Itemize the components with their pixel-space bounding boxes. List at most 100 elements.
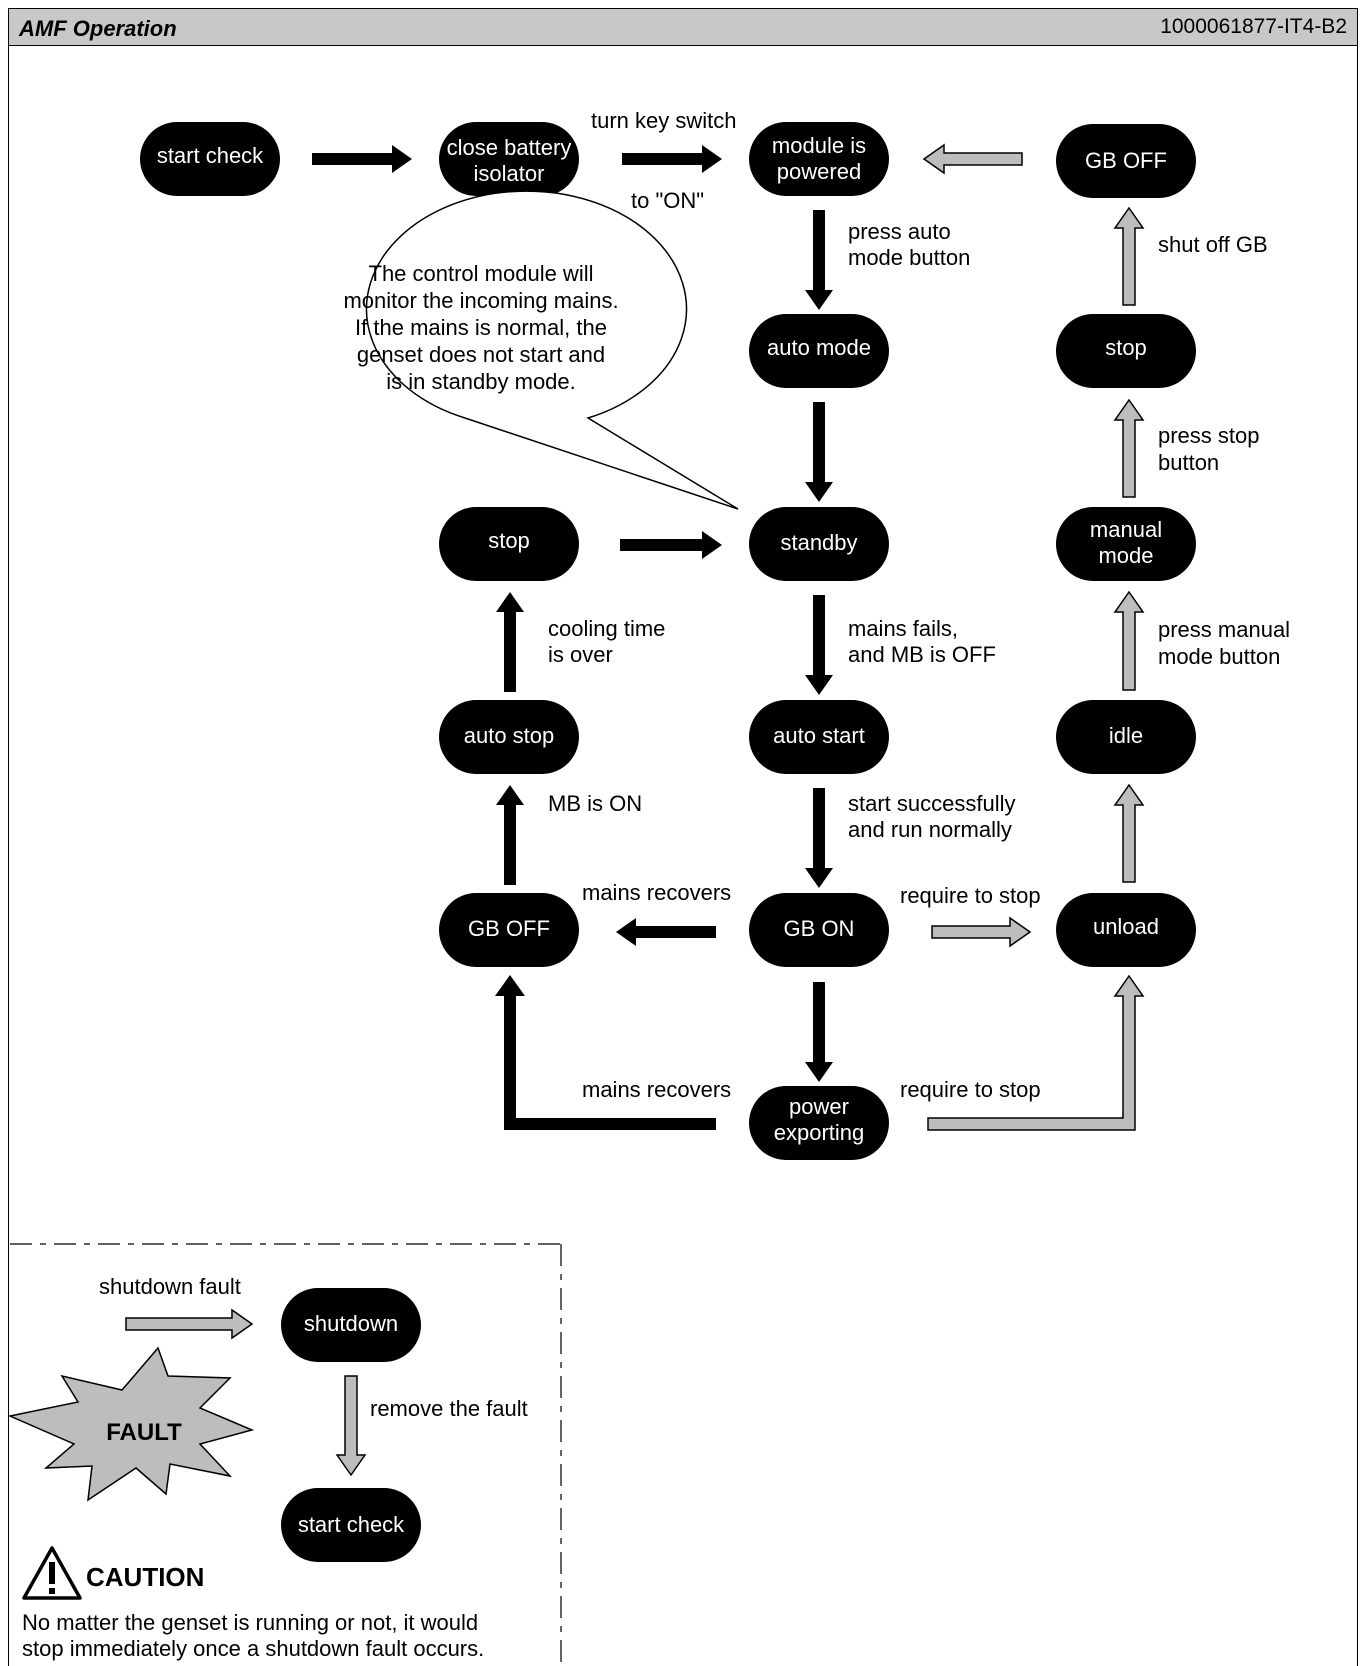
svg-text:auto mode: auto mode bbox=[767, 335, 871, 360]
shutdown-legend: shutdown fault shutdown remove the fault… bbox=[7, 1243, 562, 1666]
node-close-battery-isolator: close battery isolator bbox=[439, 122, 579, 196]
fault-badge: FAULT bbox=[7, 1346, 255, 1502]
label-press-manual-1: press manual bbox=[1158, 617, 1290, 642]
svg-text:auto stop: auto stop bbox=[464, 723, 555, 748]
gray-arrows bbox=[922, 143, 1145, 1131]
standby-callout: The control module will monitor the inco… bbox=[343, 190, 739, 510]
legend-remove-arrow bbox=[335, 1375, 367, 1477]
arrow-start-to-battery bbox=[312, 145, 412, 173]
node-auto-start: auto start bbox=[749, 700, 889, 774]
label-mains-recovers-1: mains recovers bbox=[582, 880, 731, 905]
arrow-gbon-to-unload bbox=[931, 916, 1032, 948]
node-manual-mode: manual mode bbox=[1056, 507, 1196, 581]
node-gb-on: GB ON bbox=[749, 893, 889, 967]
svg-text:The control module will: The control module will bbox=[369, 261, 594, 286]
node-module-powered: module is powered bbox=[749, 122, 889, 196]
svg-text:close battery: close battery bbox=[447, 135, 572, 160]
svg-text:isolator: isolator bbox=[474, 161, 545, 186]
label-mb-on: MB is ON bbox=[548, 791, 642, 816]
svg-text:exporting: exporting bbox=[774, 1120, 865, 1145]
svg-text:stop: stop bbox=[1105, 335, 1147, 360]
node-stop-right: stop bbox=[1056, 314, 1196, 388]
svg-text:GB OFF: GB OFF bbox=[468, 916, 550, 941]
node-auto-mode: auto mode bbox=[749, 314, 889, 388]
svg-text:power: power bbox=[789, 1094, 849, 1119]
legend-shutdown-fault: shutdown fault bbox=[99, 1274, 241, 1299]
black-arrows bbox=[312, 145, 833, 1130]
label-start-success-1: start successfully bbox=[848, 791, 1016, 816]
svg-text:idle: idle bbox=[1109, 723, 1143, 748]
legend-remove-fault: remove the fault bbox=[370, 1396, 528, 1421]
arrow-export-to-gboff bbox=[495, 975, 716, 1130]
node-shutdown: shutdown bbox=[281, 1288, 421, 1362]
svg-text:GB OFF: GB OFF bbox=[1085, 148, 1167, 173]
node-start-check-legend: start check bbox=[281, 1488, 421, 1562]
svg-text:GB ON: GB ON bbox=[784, 916, 855, 941]
label-require-stop-1: require to stop bbox=[900, 883, 1041, 908]
label-press-auto-1: press auto bbox=[848, 219, 951, 244]
node-standby: standby bbox=[749, 507, 889, 581]
arrow-autostart-to-gbon bbox=[805, 788, 833, 888]
svg-text:manual: manual bbox=[1090, 517, 1162, 542]
label-mains-fails-2: and MB is OFF bbox=[848, 642, 996, 667]
node-idle: idle bbox=[1056, 700, 1196, 774]
label-press-stop-2: button bbox=[1158, 450, 1219, 475]
label-press-manual-2: mode button bbox=[1158, 644, 1280, 669]
arrow-export-to-unload bbox=[927, 974, 1145, 1131]
svg-text:standby: standby bbox=[780, 530, 857, 555]
svg-text:FAULT: FAULT bbox=[106, 1419, 182, 1446]
svg-text:shutdown: shutdown bbox=[304, 1311, 398, 1336]
page-frame bbox=[8, 46, 1358, 1666]
arrow-gboff-to-autostop bbox=[496, 785, 524, 885]
legend-fault-arrow bbox=[125, 1308, 254, 1340]
label-turn-key: turn key switch bbox=[591, 108, 737, 133]
svg-text:unload: unload bbox=[1093, 914, 1159, 939]
caution-title: CAUTION bbox=[86, 1562, 204, 1592]
label-start-success-2: and run normally bbox=[848, 817, 1012, 842]
label-require-stop-2: require to stop bbox=[900, 1077, 1041, 1102]
label-cooling-2: is over bbox=[548, 642, 613, 667]
arrow-gboff-to-module bbox=[922, 143, 1023, 175]
svg-text:monitor the incoming mains.: monitor the incoming mains. bbox=[343, 288, 618, 313]
arrow-idle-to-manual bbox=[1113, 590, 1145, 691]
node-unload: unload bbox=[1056, 893, 1196, 967]
arrow-autostop-to-stop bbox=[496, 592, 524, 692]
arrow-standby-to-autostart bbox=[805, 595, 833, 695]
page-title: AMF Operation bbox=[19, 16, 177, 41]
svg-text:start check: start check bbox=[298, 1512, 405, 1537]
node-stop-left: stop bbox=[439, 507, 579, 581]
svg-text:is in standby mode.: is in standby mode. bbox=[386, 369, 576, 394]
svg-text:genset does not start and: genset does not start and bbox=[357, 342, 605, 367]
arrow-automode-to-standby bbox=[805, 402, 833, 502]
svg-text:If the mains is normal, the: If the mains is normal, the bbox=[355, 315, 607, 340]
caution-text-1: No matter the genset is running or not, … bbox=[22, 1610, 478, 1635]
node-start-check: start check bbox=[140, 122, 280, 196]
node-gb-off-left: GB OFF bbox=[439, 893, 579, 967]
label-mains-fails-1: mains fails, bbox=[848, 616, 958, 641]
svg-text:start check: start check bbox=[157, 143, 264, 168]
svg-text:stop: stop bbox=[488, 528, 530, 553]
arrow-gbon-to-export bbox=[805, 982, 833, 1082]
page-header: AMF Operation 1000061877-IT4-B2 bbox=[8, 8, 1358, 46]
arrow-unload-to-idle bbox=[1113, 783, 1145, 883]
arrow-battery-to-module bbox=[622, 145, 722, 173]
svg-text:module is: module is bbox=[772, 133, 866, 158]
label-press-auto-2: mode button bbox=[848, 245, 970, 270]
label-mains-recovers-2: mains recovers bbox=[582, 1077, 731, 1102]
arrow-stop-to-standby bbox=[620, 531, 722, 559]
arrow-gbon-to-gboff bbox=[616, 918, 716, 946]
arrow-stop-to-gboff bbox=[1113, 206, 1145, 306]
document-id: 1000061877-IT4-B2 bbox=[1160, 15, 1347, 38]
arrow-module-to-automode bbox=[805, 210, 833, 310]
label-cooling-1: cooling time bbox=[548, 616, 665, 641]
node-gb-off-top: GB OFF bbox=[1056, 124, 1196, 198]
node-power-exporting: power exporting bbox=[749, 1086, 889, 1160]
svg-text:powered: powered bbox=[777, 159, 861, 184]
caution-text-2: stop immediately once a shutdown fault o… bbox=[22, 1636, 484, 1661]
arrow-manual-to-stop bbox=[1113, 398, 1145, 498]
label-press-stop-1: press stop bbox=[1158, 423, 1260, 448]
svg-text:mode: mode bbox=[1098, 543, 1153, 568]
caution-icon bbox=[22, 1546, 82, 1600]
label-shut-off-gb: shut off GB bbox=[1158, 232, 1268, 257]
